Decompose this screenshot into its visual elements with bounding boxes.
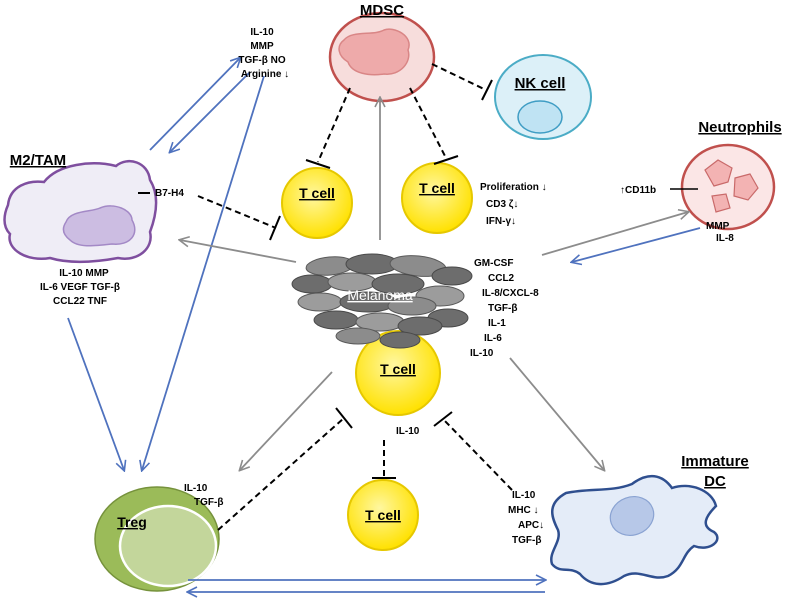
m2-factor: IL-6 VEGF TGF-β — [40, 282, 120, 293]
m2-factor: CCL22 TNF — [53, 296, 107, 307]
t-cell-center-label: T cell — [380, 361, 416, 377]
melanoma-factor: IL-1 — [488, 318, 506, 329]
dc-factor: APC↓ — [518, 520, 544, 531]
neutrophil-marker: ↑CD11b — [620, 185, 656, 196]
dc-factor: TGF-β — [512, 535, 541, 546]
t-cell-left — [281, 167, 353, 239]
dc-factor: MHC ↓ — [508, 505, 539, 516]
gray-arrow-melanoma-to-treg — [240, 371, 333, 470]
blue-arrow-mdsc-to-m2 — [170, 71, 251, 152]
inhibit-treg-to-tcell-center — [217, 407, 353, 531]
tcell-effect: IFN-γ↓ — [486, 216, 516, 227]
treg-cell — [94, 486, 220, 592]
inhibit-tcell-center-to-tcell-bottom — [372, 440, 396, 479]
treg-title: Treg — [117, 514, 147, 530]
melanoma-factor: CCL2 — [488, 273, 515, 284]
m2-tam-cell — [3, 160, 158, 264]
inhibit-mdsc-to-tcell-left — [305, 87, 351, 169]
nk-cell — [494, 54, 592, 140]
treg-factor: TGF-β — [194, 497, 223, 508]
mdsc-factors-list: IL-10 MMP TGF-β NO Arginine ↓ — [238, 27, 289, 80]
dc-factors-list: IL-10 MHC ↓ APC↓ TGF-β — [508, 490, 544, 546]
melanoma-factors-list: GM-CSF CCL2 IL-8/CXCL-8 TGF-β IL-1 IL-6 … — [470, 258, 539, 359]
m2-tam-title: M2/TAM — [10, 152, 66, 169]
inhibit-mdsc-to-tcell-right — [409, 87, 459, 165]
neutrophil-factor: MMP — [706, 221, 730, 232]
immature-dc-title-line1: Immature — [681, 453, 749, 470]
inhibit-m2-to-tcell-left — [138, 192, 281, 241]
gray-arrow-melanoma-to-m2 — [180, 240, 297, 263]
melanoma-label: Melanoma — [347, 287, 413, 303]
neutrophils-title: Neutrophils — [698, 119, 781, 136]
t-cell-left-label: T cell — [299, 185, 335, 201]
melanoma-factor: IL-10 — [470, 348, 494, 359]
inhibit-mdsc-to-nk — [431, 63, 493, 101]
melanoma-factor: IL-6 — [484, 333, 502, 344]
m2-factor: IL-10 MMP — [59, 268, 109, 279]
tcell-effect: CD3 ζ↓ — [486, 199, 518, 210]
blue-arrow-neutrophils-to-melanoma — [572, 227, 701, 262]
neutrophil-cell — [680, 143, 776, 231]
dc-factor: IL-10 — [512, 490, 536, 501]
t-cell-right-label: T cell — [419, 180, 455, 196]
blue-arrow-mdsc-to-treg — [142, 75, 265, 470]
mdsc-title: MDSC — [360, 2, 404, 19]
inhibit-dc-to-tcell-center — [433, 411, 513, 491]
m2-factors-list: IL-10 MMP IL-6 VEGF TGF-β CCL22 TNF — [40, 268, 120, 307]
gray-arrow-melanoma-to-neutrophils — [541, 212, 688, 256]
mdsc-factor: IL-10 — [250, 27, 274, 38]
t-cell-bottom — [347, 479, 419, 551]
mdsc-factor: TGF-β NO — [238, 55, 285, 66]
mdsc-factor: MMP — [250, 41, 274, 52]
immature-dc-cell — [550, 475, 719, 586]
melanoma-factor: IL-8/CXCL-8 — [482, 288, 539, 299]
t-cell-center — [355, 330, 441, 416]
melanoma-factor: TGF-β — [488, 303, 517, 314]
nk-cell-title: NK cell — [515, 75, 566, 92]
melanoma-factor: GM-CSF — [474, 258, 513, 269]
mdsc-cell — [328, 11, 436, 103]
immature-dc-title-line2: DC — [704, 473, 726, 490]
blue-arrow-m2-to-mdsc — [149, 58, 240, 151]
neutrophil-factor: IL-8 — [716, 233, 734, 244]
tcell-center-factor: IL-10 — [396, 426, 420, 437]
m2-marker: B7-H4 — [155, 188, 184, 199]
tcell-effect: Proliferation ↓ — [480, 182, 547, 193]
treg-factor: IL-10 — [184, 483, 208, 494]
blue-arrow-m2-to-treg — [67, 317, 124, 470]
melanoma-tumor — [291, 253, 473, 349]
gray-arrow-melanoma-to-dc — [509, 357, 604, 470]
t-cell-right — [401, 162, 473, 234]
mdsc-factor: Arginine ↓ — [241, 69, 289, 80]
tcell-effects-list: Proliferation ↓ CD3 ζ↓ IFN-γ↓ — [480, 182, 547, 227]
t-cell-bottom-label: T cell — [365, 507, 401, 523]
